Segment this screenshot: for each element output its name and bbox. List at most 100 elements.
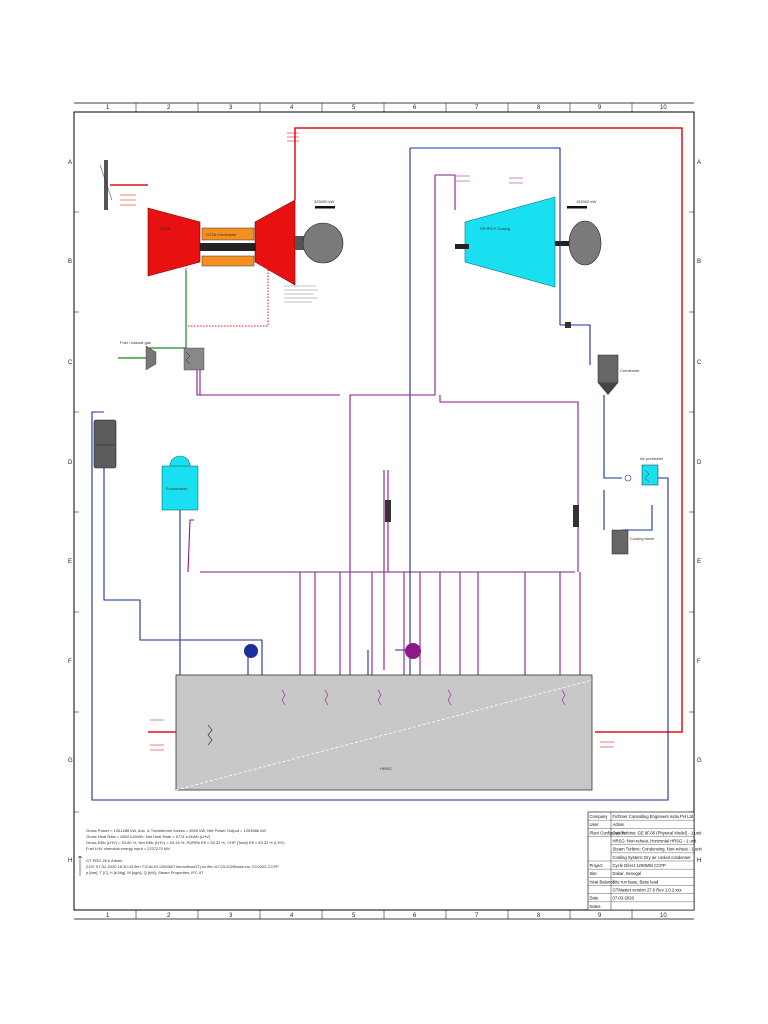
grid-col-label: 8 xyxy=(537,913,541,919)
water-lines xyxy=(91,147,669,801)
title-block-label: Company xyxy=(590,814,609,819)
gt-generator: 325000 kW xyxy=(302,199,344,264)
grid-row-label: F xyxy=(697,659,701,665)
valves xyxy=(385,322,579,527)
summary-line-5: GT PRO 26.0 Admin xyxy=(86,858,122,863)
grid-row-label: D xyxy=(68,460,73,466)
grid-row-label: A xyxy=(68,160,72,166)
title-block-value: Cooling System: Dry air cooled condenser xyxy=(613,855,692,860)
steam-lines xyxy=(187,174,581,680)
title-block-value: 07-03-2020 xyxy=(613,896,635,901)
bfp-pump-blue xyxy=(244,644,258,658)
title-block-label: User xyxy=(590,822,599,827)
air-preheater: Air preheater xyxy=(624,456,664,486)
title-block-value: Steam Turbine: Condensing, Non-reheat - … xyxy=(613,847,703,852)
steam-turbine: HP/IP/LP Casing 152000 kW xyxy=(455,196,602,288)
grid-row-label: C xyxy=(68,360,73,366)
grid-row-label: E xyxy=(68,559,72,565)
grid-col-label: 7 xyxy=(475,913,479,919)
grid-col-label: 6 xyxy=(413,105,417,111)
hrsg: HRSG xyxy=(175,674,593,791)
title-block-value: HRSG: Non-reheat, Horizontal HRSG - 1 un… xyxy=(613,838,698,843)
grid-col-label: 4 xyxy=(290,105,294,111)
grid-col-label: 7 xyxy=(475,105,479,111)
title-block-label: Notes xyxy=(590,904,601,909)
grid-col-label: 8 xyxy=(537,105,541,111)
grid-row-label: G xyxy=(697,758,702,764)
performance-summary: Gross Power = 1261286 kW, Aux. & Transfo… xyxy=(77,828,285,876)
grid-row-label: B xyxy=(68,259,72,265)
cooling-tower: Cooling tower xyxy=(611,529,655,555)
summary-line-2: Gross Heat Rate = 6692 kJ/kWh, Net Heat … xyxy=(86,834,211,839)
summary-line-7: p [bar], T [C], h [kJ/kg], M [kg/s], Q [… xyxy=(86,870,204,875)
gt-turbine xyxy=(254,199,296,286)
summary-line-6: 2197 07-02-2020 18:30:43 file=T:\CALHI 1… xyxy=(86,864,279,869)
fuel-heater xyxy=(183,347,205,371)
grid-col-label: 9 xyxy=(598,105,602,111)
hp-drum-label: Economizer xyxy=(166,486,188,491)
grid-col-label: 4 xyxy=(290,913,294,919)
title-block-value: Admin xyxy=(613,822,626,827)
grid-columns-top: 1 2 3 4 5 6 7 8 9 10 xyxy=(106,103,667,112)
grid-row-label: B xyxy=(697,259,701,265)
grid-rows: A B C D E F G H A B C D E F G H xyxy=(68,160,702,864)
grid-row-label: E xyxy=(697,559,701,565)
title-block-label: Plant Configuration xyxy=(590,830,626,835)
condenser-label: Condenser xyxy=(620,368,640,373)
gt-generator-rating: 325000 kW xyxy=(314,199,334,204)
grid-col-label: 5 xyxy=(352,105,356,111)
summary-line-1: Gross Power = 1261286 kW, Aux. & Transfo… xyxy=(86,828,266,833)
gt-combustor xyxy=(201,227,255,241)
grid-row-label: D xyxy=(697,460,702,466)
gt-compressor-label: GT26 xyxy=(160,226,171,231)
st-generator-rating: 152000 kW xyxy=(576,199,596,204)
fuel-compressor xyxy=(145,345,157,371)
title-block-value: Site run base, Base load xyxy=(613,879,659,884)
hrsg-label: HRSG xyxy=(380,766,392,771)
title-block-label: Site xyxy=(590,871,598,876)
grid-col-label: 1 xyxy=(106,913,110,919)
title-block-rows: Company Fichtner Consulting Engineers Ind… xyxy=(588,814,702,909)
pumps: BFP xyxy=(244,643,421,659)
grid-columns-bottom: 1 2 3 4 5 6 7 8 9 10 xyxy=(106,910,667,919)
summary-line-4: Fuel LHV chemical energy input = 2227270… xyxy=(86,846,170,851)
grid-col-label: 5 xyxy=(352,913,356,919)
cooling-air-loop xyxy=(185,262,269,327)
title-block-value: Fichtner Consulting Engineers India Pvt … xyxy=(613,814,694,819)
title-block-label: Project xyxy=(590,863,604,868)
fuel-label: Fuel / natural gas xyxy=(120,340,151,345)
stream-label-blocks xyxy=(120,132,614,751)
gt-compressor xyxy=(147,207,201,277)
gt-notes xyxy=(284,285,318,303)
grid-row-label: F xyxy=(68,659,72,665)
title-block-label: Heat Balance xyxy=(590,879,616,884)
grid-row-label: A xyxy=(697,160,701,166)
grid-col-label: 2 xyxy=(167,913,171,919)
grid-row-label: H xyxy=(697,858,701,864)
deaerator-label: Deaerator xyxy=(96,442,114,447)
grid-col-label: 3 xyxy=(229,913,233,919)
grid-row-label: C xyxy=(697,360,702,366)
grid-col-label: 9 xyxy=(598,913,602,919)
bfp-label: BFP xyxy=(246,648,254,653)
title-block-label: Date xyxy=(590,896,600,901)
deaerator: Deaerator xyxy=(93,419,117,469)
grid-row-label: H xyxy=(68,858,72,864)
title-block: Company Fichtner Consulting Engineers Ind… xyxy=(587,811,702,911)
gas-turbine: GT26 Combustor GT26 xyxy=(147,199,307,286)
st-turbine-label: HP/IP/LP Casing xyxy=(480,226,510,231)
title-block-value: Dakar, Senegal xyxy=(613,871,642,876)
grid-col-label: 3 xyxy=(229,105,233,111)
title-block-value: GTMaster version 27.0 Rev 1.0.2.xxx xyxy=(613,887,683,892)
summary-line-3: Gross Effic.(LHV) = 53.80 %, Net Effic.(… xyxy=(86,840,285,845)
condenser: Condenser xyxy=(597,354,640,395)
bfp-pump-purple xyxy=(405,643,421,659)
air-preheater-label: Air preheater xyxy=(640,456,664,461)
grid-col-label: 2 xyxy=(167,105,171,111)
fuel-system: Fuel / natural gas xyxy=(118,270,205,371)
hp-drum: Economizer xyxy=(161,455,199,511)
grid-col-label: 1 xyxy=(106,105,110,111)
grid-col-label: 6 xyxy=(413,913,417,919)
title-block-value: Cycle Direct 1200MW CCPP xyxy=(613,863,666,868)
